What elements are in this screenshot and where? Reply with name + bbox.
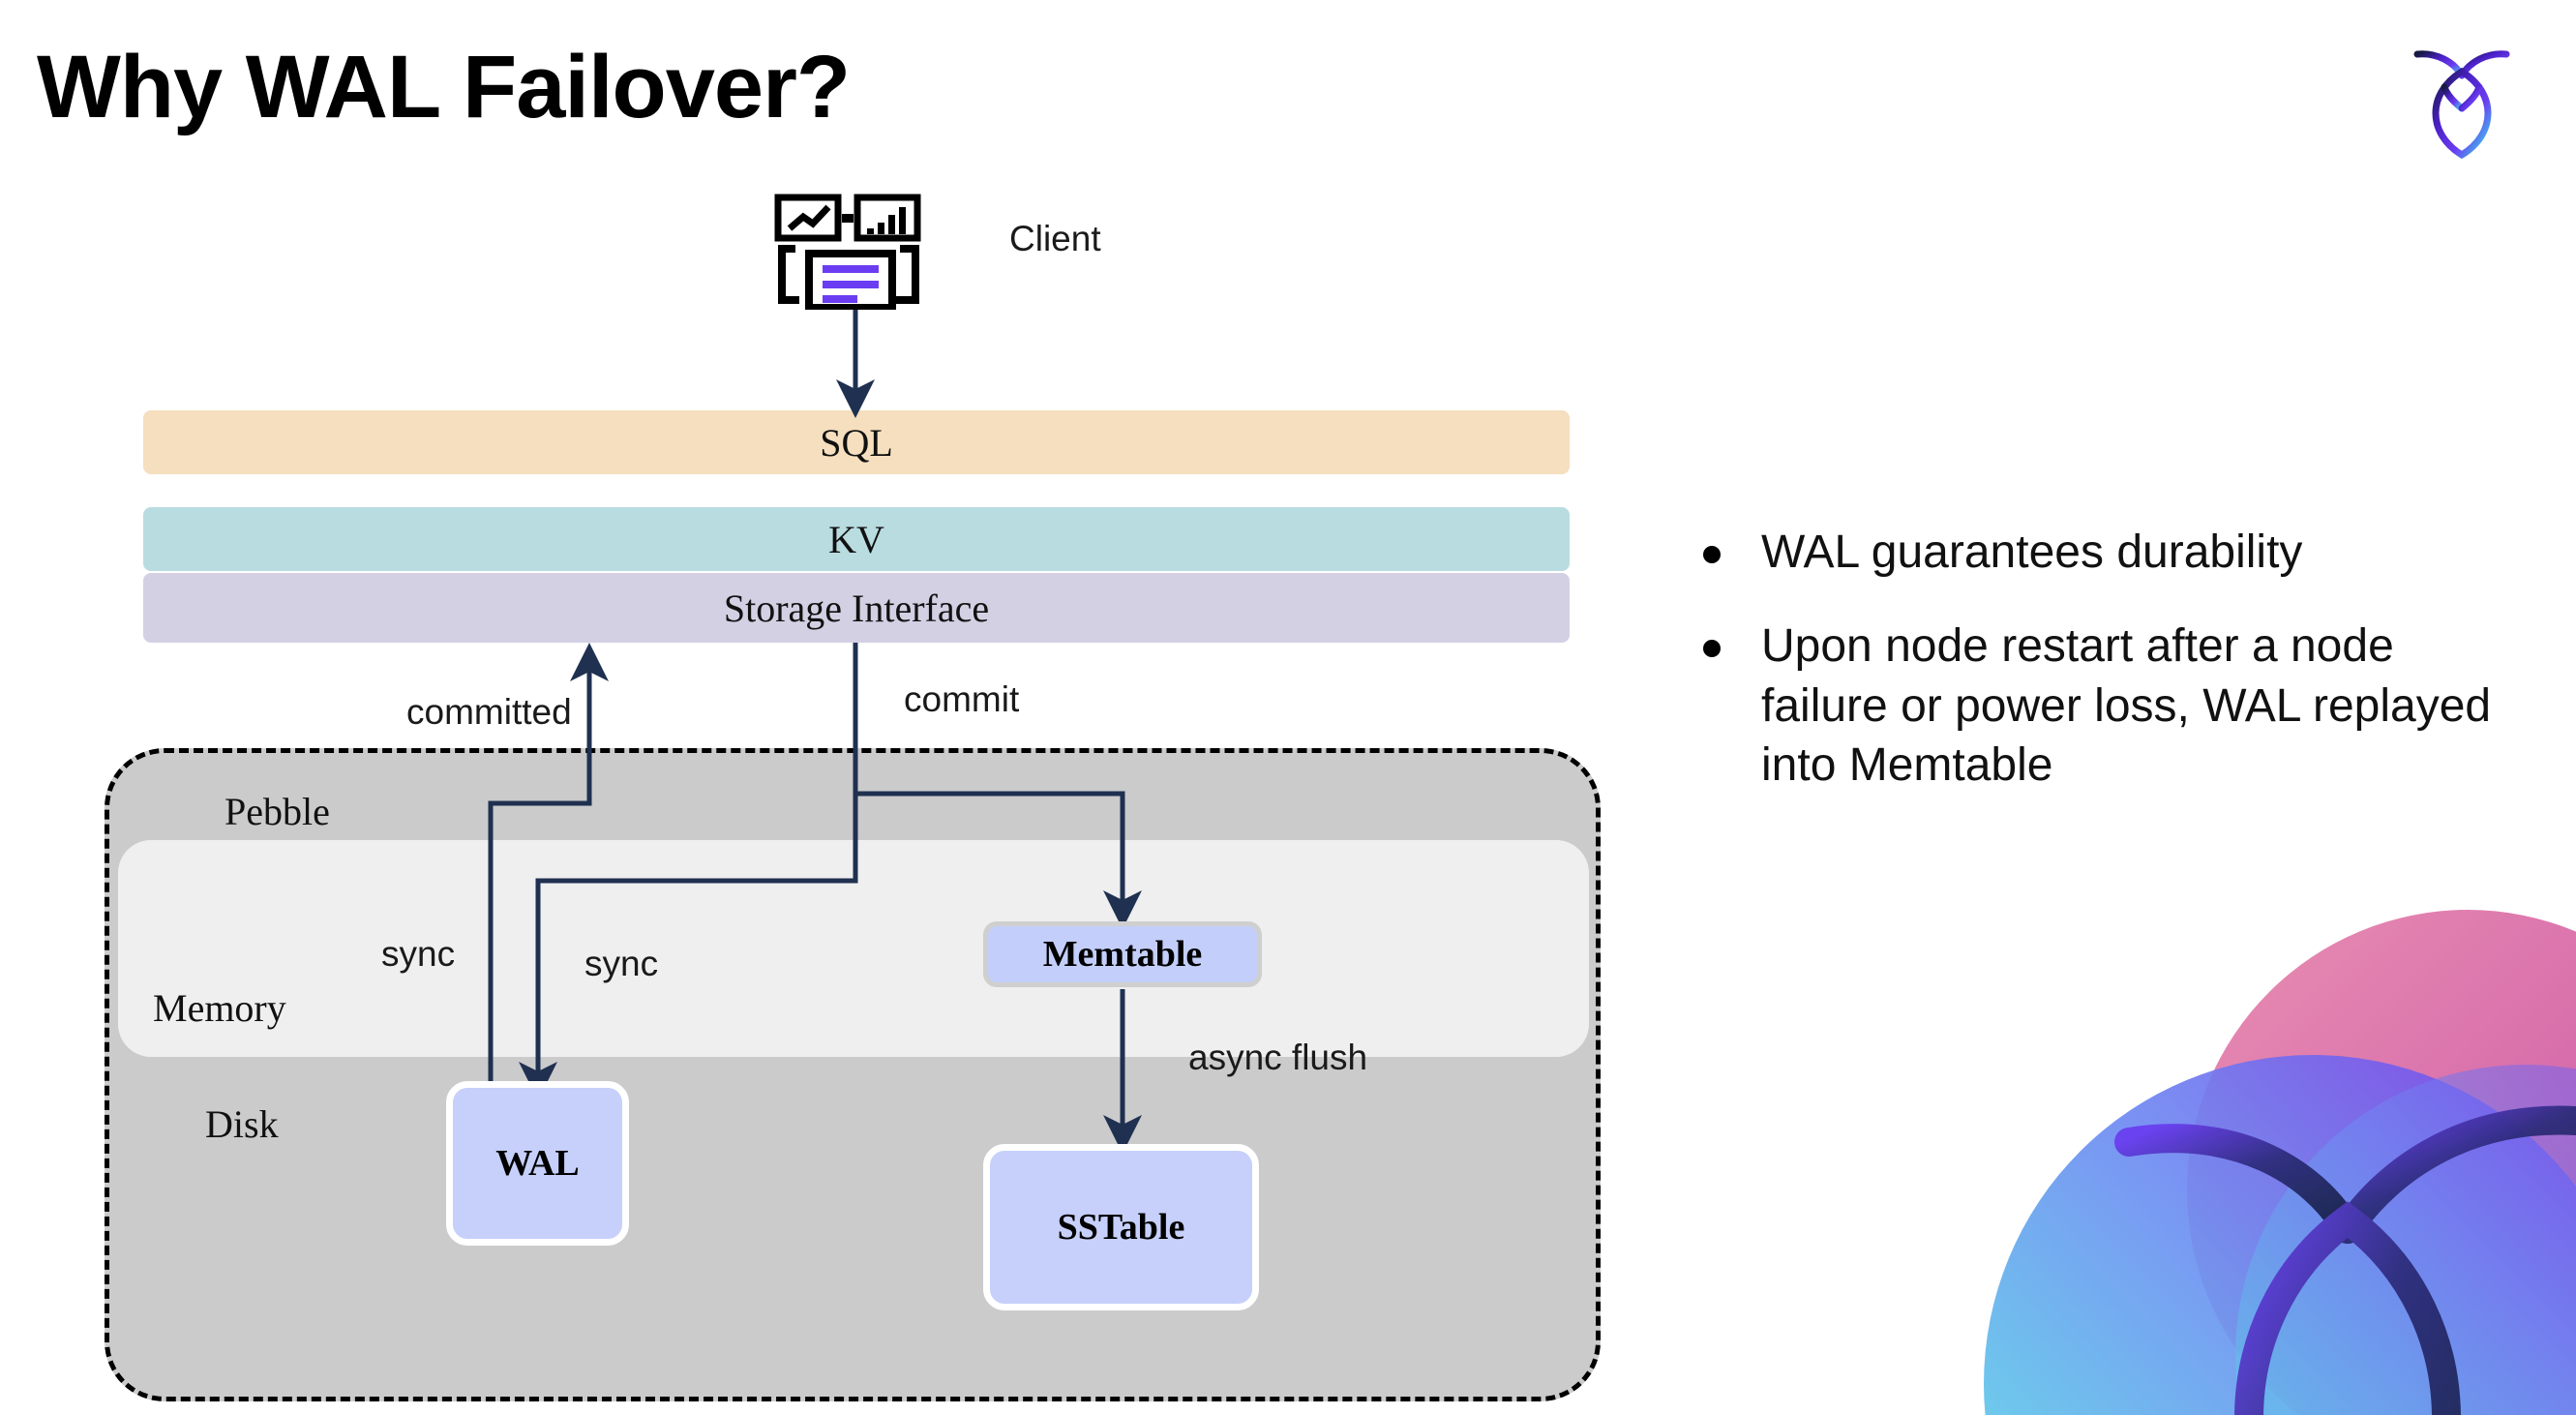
node-sstable[interactable]: SSTable — [983, 1144, 1259, 1310]
bullet-text: WAL guarantees durability — [1761, 527, 2303, 578]
disk-label: Disk — [205, 1102, 279, 1146]
node-label-wal: WAL — [495, 1143, 580, 1184]
layer-bar-sql: SQL — [143, 410, 1570, 474]
client-label: Client — [1009, 219, 1101, 258]
bullet-list: WAL guarantees durability Upon node rest… — [1703, 523, 2506, 830]
decorative-gradient-artwork — [1926, 900, 2576, 1415]
client-dashboard-icon — [774, 194, 929, 312]
layer-label-kv: KV — [828, 517, 884, 561]
edge-label-async-flush: async flush — [1188, 1038, 1368, 1077]
memory-region — [118, 840, 1589, 1057]
node-label-sstable: SSTable — [1057, 1207, 1185, 1248]
cockroachdb-logo-icon — [2404, 33, 2520, 160]
bullet-dot-icon — [1703, 640, 1721, 658]
layer-bar-storage-interface: Storage Interface — [143, 573, 1570, 643]
pebble-label: Pebble — [225, 790, 330, 833]
layer-bar-kv: KV — [143, 507, 1570, 571]
bullet-dot-icon — [1703, 546, 1721, 563]
edge-label-sync-left: sync — [381, 934, 456, 974]
node-label-memtable: Memtable — [1042, 934, 1203, 975]
edge-label-committed: committed — [406, 692, 572, 732]
edge-label-sync-right: sync — [584, 944, 659, 983]
node-memtable[interactable]: Memtable — [983, 921, 1262, 987]
memory-label: Memory — [153, 986, 286, 1030]
node-wal[interactable]: WAL — [446, 1081, 629, 1246]
bullet-text: Upon node restart after a node failure o… — [1761, 620, 2492, 792]
layer-label-sql: SQL — [820, 420, 893, 465]
layer-label-storage-interface: Storage Interface — [723, 586, 990, 630]
page-title: Why WAL Failover? — [37, 38, 851, 136]
list-item: WAL guarantees durability — [1703, 523, 2506, 582]
list-item: Upon node restart after a node failure o… — [1703, 617, 2506, 795]
edge-label-commit: commit — [904, 679, 1020, 719]
